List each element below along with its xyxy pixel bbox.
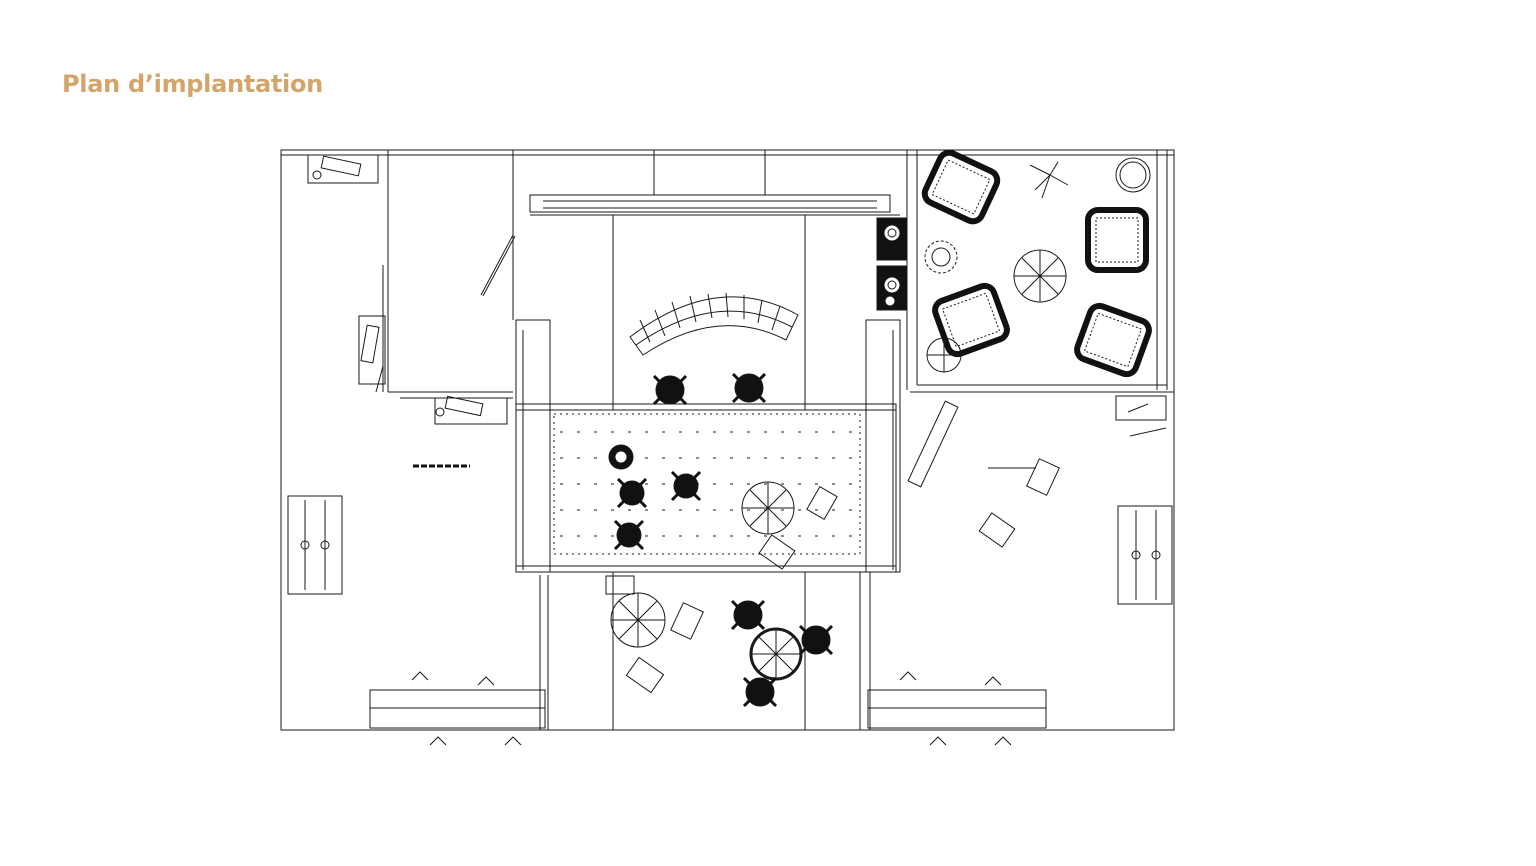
workstation [307,154,379,184]
workstation [1115,395,1167,437]
folding-stool [670,602,704,640]
decor-plant [1029,161,1069,199]
round-side-table [924,240,958,274]
planter [867,671,1047,746]
kitchen-burners [876,217,908,311]
basket [1115,157,1151,193]
dark-chair [670,470,702,502]
round-side-table [608,444,634,470]
dark-chair [798,624,834,656]
folding-stool [978,512,1016,548]
round-rattan-table [610,592,666,648]
dark-chair [652,374,688,406]
wicker-armchair [921,149,1001,225]
round-rattan-table [741,481,795,535]
folding-stool [806,486,838,520]
double-desk [1117,505,1173,605]
planter [369,671,546,746]
wicker-armchair [1074,302,1152,378]
round-rattan-table [1013,249,1067,303]
page-title: Plan d’implantation [62,70,323,98]
wicker-armchair [1085,207,1149,273]
dark-chair [730,599,766,631]
dark-chair [613,519,645,551]
central-platform [515,319,901,595]
round-rattan-table [749,627,803,681]
dark-chair [731,372,767,404]
outer-walls [280,149,1175,731]
entrance-door [907,400,959,488]
workstation [358,315,386,393]
wicker-armchair [932,282,1010,358]
counter [529,194,900,410]
dark-chair [742,676,778,708]
dark-chair [616,477,648,509]
folding-stool [988,458,1060,496]
folding-stool [758,534,796,570]
office-room [382,150,516,399]
round-side-table [926,337,962,373]
double-desk [287,495,343,595]
workstation [434,395,508,425]
folding-stool [625,656,665,694]
curved-bench [629,292,799,356]
